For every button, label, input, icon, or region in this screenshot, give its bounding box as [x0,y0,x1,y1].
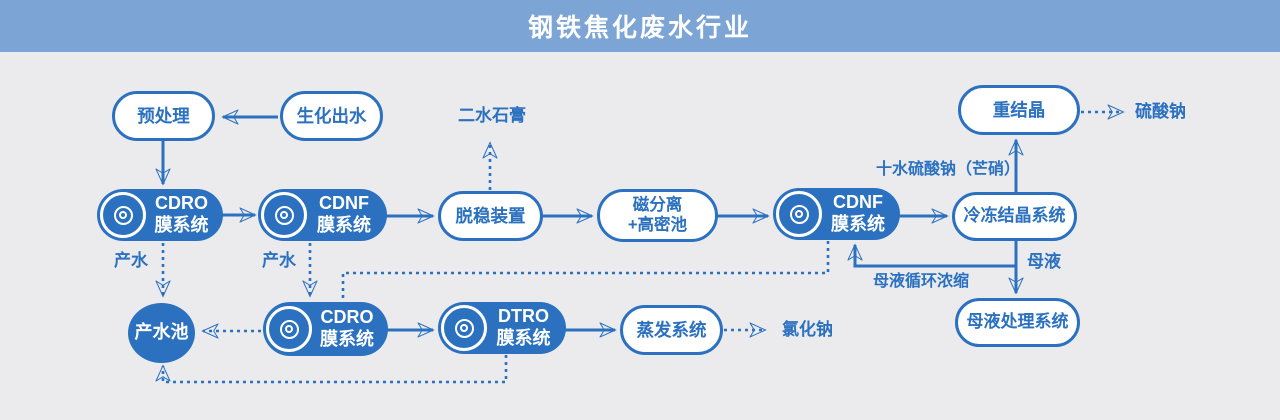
label-sodium-sulfate: 硫酸钠 [1135,102,1186,121]
node-label: 母液处理系统 [966,312,1069,332]
node-label: 脱稳装置 [455,205,526,226]
node-magnetic-separation-high-density-tank: 磁分离+高密池 [597,189,718,242]
membrane-icon [266,306,312,352]
node-freeze-crystallization-system: 冷冻结晶系统 [952,192,1077,241]
node-label: 磁分离+高密池 [627,195,688,234]
arrow-mother-liquor-recycle-to-cdnf2 [855,245,1016,268]
node-label: 预处理 [137,105,190,126]
node-label: 重结晶 [992,99,1046,120]
label-decahydrate-sodium-sulfate-mirabilite: 十水硫酸钠（芒硝） [876,161,1021,178]
header-banner: 钢铁焦化废水行业 [0,0,1280,52]
label-dihydrate-gypsum: 二水石膏 [458,106,526,125]
node-evaporation-system: 蒸发系统 [620,305,723,355]
dashed-line-cdnf2-return-to-cdro2 [341,241,830,301]
label-product-water-right: 产水 [262,251,296,270]
page-title: 钢铁焦化废水行业 [527,14,752,42]
node-mother-liquor-treatment-system: 母液处理系统 [955,298,1080,347]
membrane-icon [261,192,307,238]
node-label: 蒸发系统 [636,319,707,340]
label-mother-liquor: 母液 [1027,252,1061,271]
label-sodium-chloride: 氯化钠 [782,320,833,339]
node-label: 冷冻结晶系统 [963,206,1066,226]
dashed-loop-dtro-to-product-water-tank [163,355,508,384]
node-pretreatment: 预处理 [112,91,215,141]
label-product-water-left: 产水 [114,251,148,270]
membrane-icon [776,191,822,237]
node-destabilization-unit: 脱稳装置 [438,191,543,241]
node-recrystallization: 重结晶 [958,85,1080,135]
label-mother-liquor-recycle-concentration: 母液循环浓缩 [873,273,970,290]
membrane-icon [441,305,487,351]
node-biochemical-effluent: 生化出水 [280,91,383,141]
node-label: 产水池 [134,322,189,343]
node-label: 生化出水 [296,105,367,126]
node-product-water-tank: 产水池 [128,303,195,363]
membrane-icon [100,192,146,238]
